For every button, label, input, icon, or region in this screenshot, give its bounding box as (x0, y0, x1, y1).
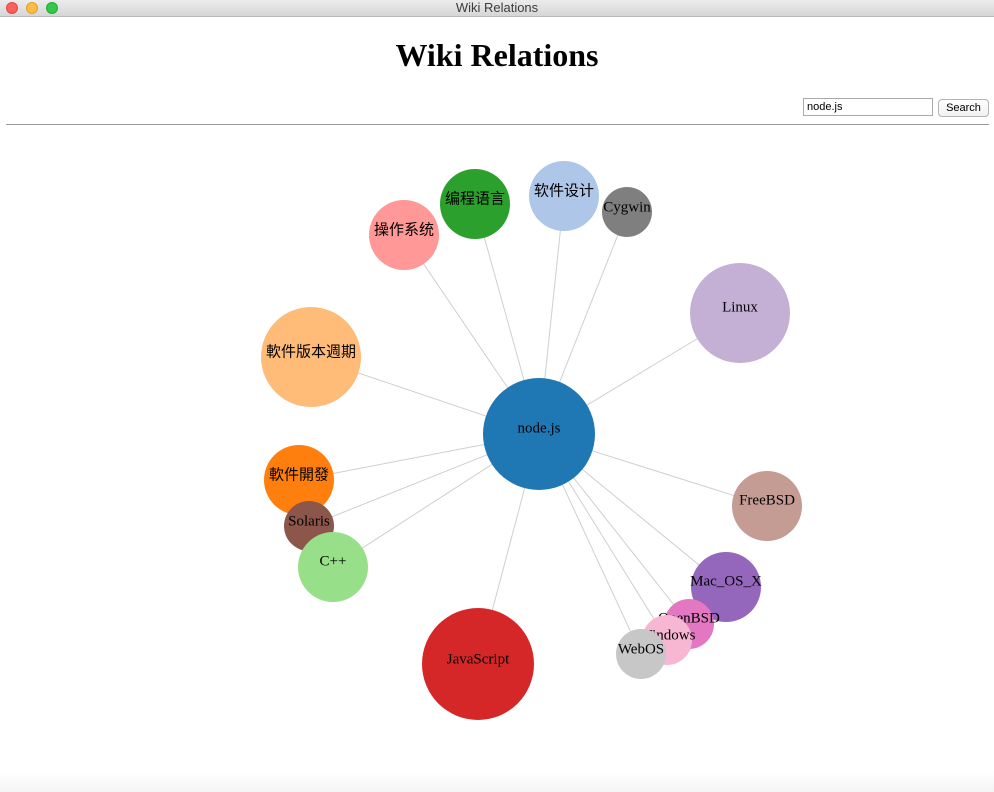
graph-node-label: Linux (722, 299, 758, 315)
graph-node-webos[interactable]: WebOS (616, 629, 666, 679)
graph-node-label: Solaris (288, 513, 330, 529)
window-title: Wiki Relations (455, 0, 539, 15)
page-title: Wiki Relations (395, 37, 599, 73)
graph-node-label: Mac_OS_X (690, 573, 762, 589)
graph-node-label: Cygwin (603, 199, 651, 215)
graph-node-label: C++ (320, 553, 347, 569)
graph-node-circle[interactable] (298, 532, 368, 602)
graph-node-circle[interactable] (483, 378, 595, 490)
graph-node-label: 编程语言 (445, 190, 505, 207)
graph-node-circle[interactable] (690, 263, 790, 363)
graph-node-n8edf-4ef6-958b-767c[interactable]: 軟件開發 (264, 445, 334, 515)
graph-node-label: node.js (518, 420, 561, 436)
graph-node-node-js[interactable]: node.js (483, 378, 595, 490)
graph-node-label: JavaScript (447, 651, 510, 667)
search-input[interactable] (803, 98, 933, 116)
graph-node-label: 软件设计 (534, 182, 594, 199)
graph-node-circle[interactable] (369, 200, 439, 270)
zoom-window-button[interactable] (46, 2, 58, 14)
graph-node-label: 軟件版本週期 (266, 343, 356, 360)
graph-node-circle[interactable] (422, 608, 534, 720)
graph-node-circle[interactable] (691, 552, 761, 622)
graph-node-n8f6f-4ef6-8bbe-8ba1[interactable]: 软件设计 (529, 161, 599, 231)
graph-node-n64cd-4f5c-7cfb-7edf[interactable]: 操作系统 (369, 200, 439, 270)
graph-node-n7f16-7a0b-8bed-8a00[interactable]: 编程语言 (440, 169, 510, 239)
close-window-button[interactable] (6, 2, 18, 14)
graph-node-javascript[interactable]: JavaScript (422, 608, 534, 720)
graph-node-linux[interactable]: Linux (690, 263, 790, 363)
header-divider (6, 124, 989, 125)
graph-node-circle[interactable] (264, 445, 334, 515)
graph-node-mac-os-x[interactable]: Mac_OS_X (690, 552, 762, 622)
graph-node-n8edf-4ef6-7248-672c-9031-671f[interactable]: 軟件版本週期 (261, 307, 361, 407)
graph-node-label: WebOS (618, 641, 664, 657)
graph-node-label: 操作系统 (374, 221, 434, 238)
window-bottom-edge (0, 772, 994, 792)
window-titlebar: Wiki Relations (0, 0, 994, 17)
graph-node-c[interactable]: C++ (298, 532, 368, 602)
search-button[interactable]: Search (938, 99, 989, 117)
graph-node-cygwin[interactable]: Cygwin (602, 187, 652, 237)
graph-node-circle[interactable] (440, 169, 510, 239)
graph-node-circle[interactable] (261, 307, 361, 407)
graph-node-circle[interactable] (602, 187, 652, 237)
minimize-window-button[interactable] (26, 2, 38, 14)
graph-node-circle[interactable] (732, 471, 802, 541)
graph-node-freebsd[interactable]: FreeBSD (732, 471, 802, 541)
graph-node-circle[interactable] (616, 629, 666, 679)
graph-node-label: FreeBSD (739, 492, 795, 508)
graph-node-circle[interactable] (529, 161, 599, 231)
graph-node-label: 軟件開發 (269, 466, 329, 483)
